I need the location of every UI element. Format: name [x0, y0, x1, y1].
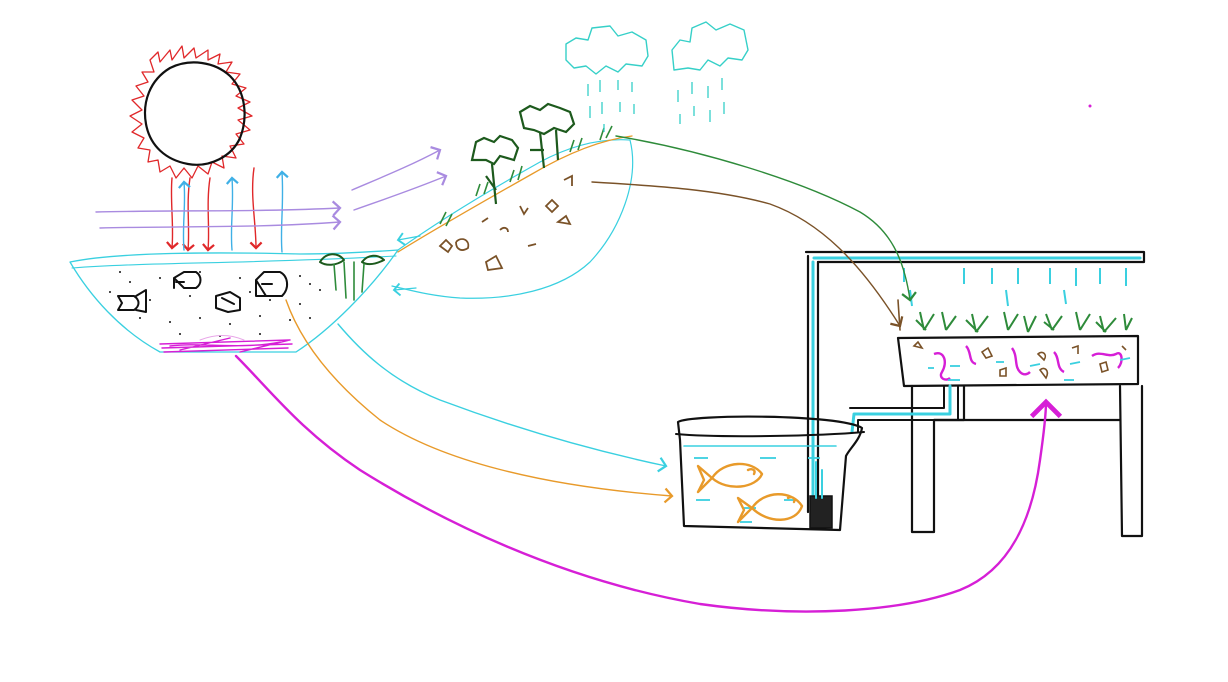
- grow-bed-stand: [804, 250, 1146, 538]
- drip-lines: [903, 268, 1127, 307]
- gravel: [912, 340, 1127, 380]
- fish-icon: [255, 271, 288, 297]
- fish-icon: [215, 291, 241, 313]
- cloud-icon: [565, 25, 649, 75]
- pump-icon: [809, 495, 833, 529]
- fish-flow-arrow: [285, 299, 674, 504]
- soil-flow-arrow: [591, 181, 904, 328]
- wind-arrows: [95, 146, 448, 231]
- sun-icon: [129, 45, 253, 179]
- fish-icon: [173, 271, 202, 289]
- trees: [470, 102, 576, 205]
- grass: [439, 125, 613, 227]
- pond-dots: [109, 271, 321, 337]
- soil-particles: [438, 174, 573, 272]
- fish-icon: [736, 493, 804, 524]
- worms: [933, 345, 1123, 381]
- pond-plants: [319, 253, 385, 301]
- grow-bed-plants: [915, 311, 1133, 333]
- stray-dot: [1088, 104, 1092, 108]
- plant-flow-arrow: [615, 135, 917, 302]
- cloud-icon: [671, 21, 749, 71]
- rain-drops: [587, 78, 725, 132]
- bed-water: [928, 357, 1131, 381]
- fish-tank: [675, 415, 865, 532]
- fish-icon: [117, 289, 147, 313]
- evaporation-arrows: [178, 170, 289, 253]
- water-flow-arrow: [337, 323, 668, 473]
- nutrient-flow-arrow: [234, 354, 1063, 613]
- fish-icon: [696, 462, 764, 494]
- rain-clouds: [565, 21, 749, 132]
- hillside: [391, 102, 634, 299]
- pond-fish: [117, 271, 288, 313]
